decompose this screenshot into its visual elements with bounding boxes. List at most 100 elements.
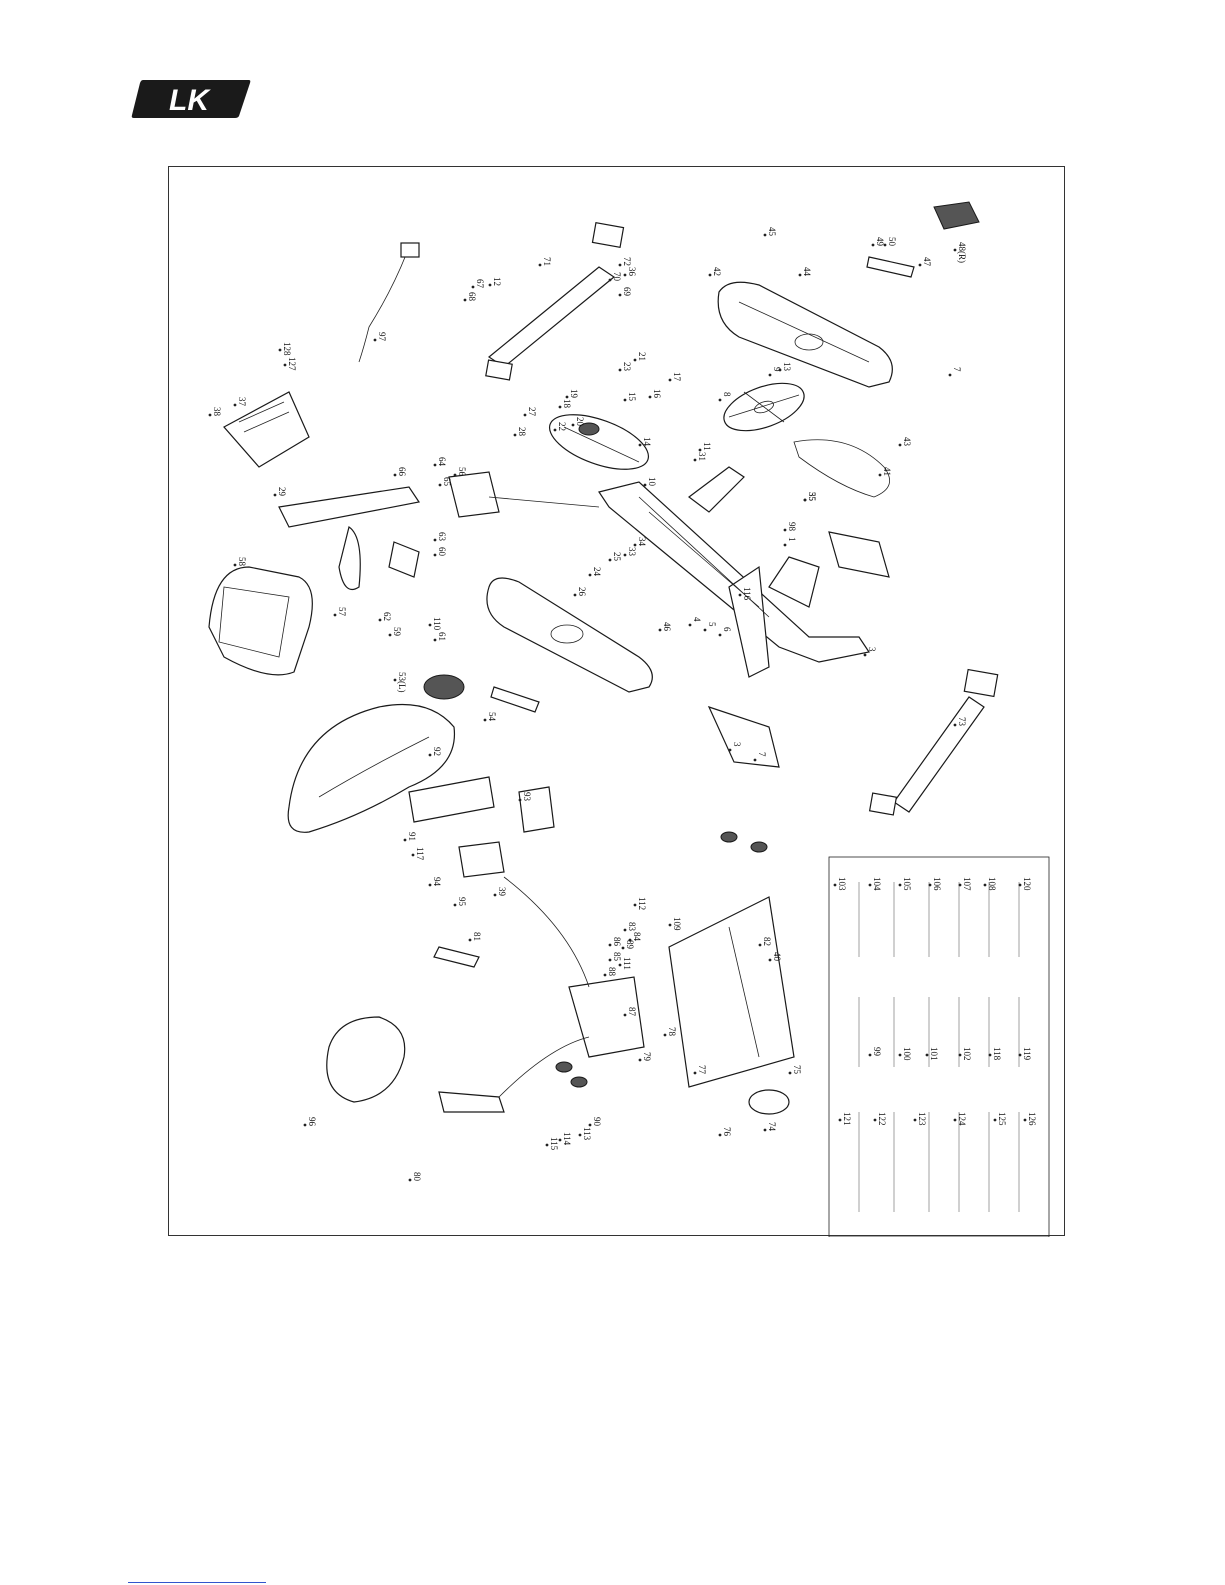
part-label-58: 58 xyxy=(237,557,247,567)
pulse-sensor-part xyxy=(388,541,420,578)
part-fastener-dot-17 xyxy=(668,378,672,382)
part-fastener-dot-89 xyxy=(621,946,625,950)
part-fastener-dot-80 xyxy=(408,1178,412,1182)
part-fastener-dot-117 xyxy=(411,853,415,857)
part-label-5: 5 xyxy=(707,622,717,627)
part-label-63: 63 xyxy=(437,532,447,542)
part-label-104: 104 xyxy=(872,877,882,891)
part-fastener-dot-113 xyxy=(578,1133,582,1137)
part-label-54: 54 xyxy=(487,712,497,722)
part-label-121: 121 xyxy=(842,1112,852,1126)
part-label-75: 75 xyxy=(792,1065,802,1075)
part-fastener-dot-124 xyxy=(953,1118,957,1122)
part-label-16: 16 xyxy=(652,389,662,399)
part-label-98: 98 xyxy=(787,522,797,532)
part-label-110: 110 xyxy=(432,617,442,631)
part-fastener-dot-57 xyxy=(333,613,337,617)
cable-legend xyxy=(828,856,1050,1237)
part-fastener-dot-34 xyxy=(633,543,637,547)
part-fastener-dot-44 xyxy=(798,273,802,277)
part-label-78: 78 xyxy=(667,1027,677,1037)
seat-slide-tube-part xyxy=(518,786,555,833)
part-label-46: 46 xyxy=(662,622,672,632)
part-label-107: 107 xyxy=(962,877,972,891)
part-label-23: 23 xyxy=(622,362,632,372)
part-fastener-dot-95 xyxy=(453,903,457,907)
part-label-14: 14 xyxy=(642,437,652,447)
part-label-72: 72 xyxy=(622,257,632,266)
part-fastener-dot-66 xyxy=(393,473,397,477)
right-pedal-part xyxy=(933,201,980,230)
part-fastener-dot-87 xyxy=(623,1013,627,1017)
part-label-19: 19 xyxy=(569,389,579,399)
part-fastener-dot-128 xyxy=(278,348,282,352)
seat-handle-bar-part xyxy=(498,876,590,1098)
part-label-114: 114 xyxy=(562,1132,572,1146)
part-fastener-dot-16 xyxy=(648,395,652,399)
part-fastener-dot-97 xyxy=(373,338,377,342)
part-fastener-dot-42 xyxy=(708,273,712,277)
part-label-118: 118 xyxy=(992,1047,1002,1061)
part-label-97: 97 xyxy=(377,332,387,342)
console-bracket-part xyxy=(223,391,310,468)
part-label-127: 127 xyxy=(287,357,297,371)
part-label-36: 36 xyxy=(627,267,637,277)
part-fastener-dot-72 xyxy=(618,263,622,267)
right-crank-part xyxy=(866,256,915,278)
part-label-60: 60 xyxy=(437,547,447,557)
side-handle-part xyxy=(438,1091,505,1113)
part-fastener-dot-61 xyxy=(433,638,437,642)
part-label-17: 17 xyxy=(672,372,682,382)
exploded-diagram: 1334567789101112131415161718192021222324… xyxy=(208,201,1050,1237)
part-fastener-dot-82 xyxy=(758,943,762,947)
part-label-69: 69 xyxy=(622,287,632,297)
part-label-53l: 53(L) xyxy=(397,672,407,693)
part-fastener-dot-12 xyxy=(488,283,492,287)
console-part xyxy=(208,566,313,676)
part-label-4: 4 xyxy=(692,617,702,622)
part-fastener-dot-96 xyxy=(303,1123,307,1127)
part-label-34: 34 xyxy=(637,537,647,547)
part-fastener-dot-109 xyxy=(668,923,672,927)
part-fastener-dot-101 xyxy=(925,1053,929,1057)
part-label-68: 68 xyxy=(467,292,477,302)
seat-carriage-part xyxy=(458,841,505,878)
belt-pulley-part xyxy=(723,382,805,432)
main-frame-part xyxy=(598,466,870,678)
part-fastener-dot-93 xyxy=(518,798,522,802)
part-fastener-dot-75 xyxy=(788,1071,792,1075)
part-label-15: 15 xyxy=(627,392,637,402)
part-fastener-dot-56 xyxy=(453,473,457,477)
part-fastener-dot-102 xyxy=(958,1053,962,1057)
part-fastener-dot-114 xyxy=(558,1138,562,1142)
part-fastener-dot-11 xyxy=(698,448,702,452)
part-fastener-dot-74 xyxy=(763,1128,767,1132)
part-label-65: 65 xyxy=(442,477,452,487)
part-label-95: 95 xyxy=(457,897,467,907)
part-fastener-dot-43 xyxy=(898,443,902,447)
part-label-126: 126 xyxy=(1027,1112,1037,1126)
part-label-106: 106 xyxy=(932,877,942,891)
part-label-117: 117 xyxy=(415,847,425,861)
part-label-86: 86 xyxy=(612,937,622,947)
part-label-96: 96 xyxy=(307,1117,317,1127)
part-label-25: 25 xyxy=(612,552,622,562)
part-fastener-dot-69 xyxy=(618,293,622,297)
part-fastener-dot-121 xyxy=(838,1118,842,1122)
part-label-7b: 7 xyxy=(757,752,767,757)
part-fastener-dot-40 xyxy=(768,958,772,962)
part-fastener-dot-3b xyxy=(728,748,732,752)
part-fastener-dot-1 xyxy=(783,543,787,547)
part-fastener-dot-73 xyxy=(953,723,957,727)
part-label-12: 12 xyxy=(492,277,502,286)
part-label-57: 57 xyxy=(337,607,347,617)
part-label-103: 103 xyxy=(837,877,847,891)
part-fastener-dot-122 xyxy=(873,1118,877,1122)
part-label-61: 61 xyxy=(437,632,447,641)
part-fastener-dot-104 xyxy=(868,883,872,887)
part-fastener-dot-47 xyxy=(918,263,922,267)
part-label-13: 13 xyxy=(782,362,792,372)
part-label-83: 83 xyxy=(627,922,637,932)
footer-link-underline xyxy=(128,1582,266,1583)
